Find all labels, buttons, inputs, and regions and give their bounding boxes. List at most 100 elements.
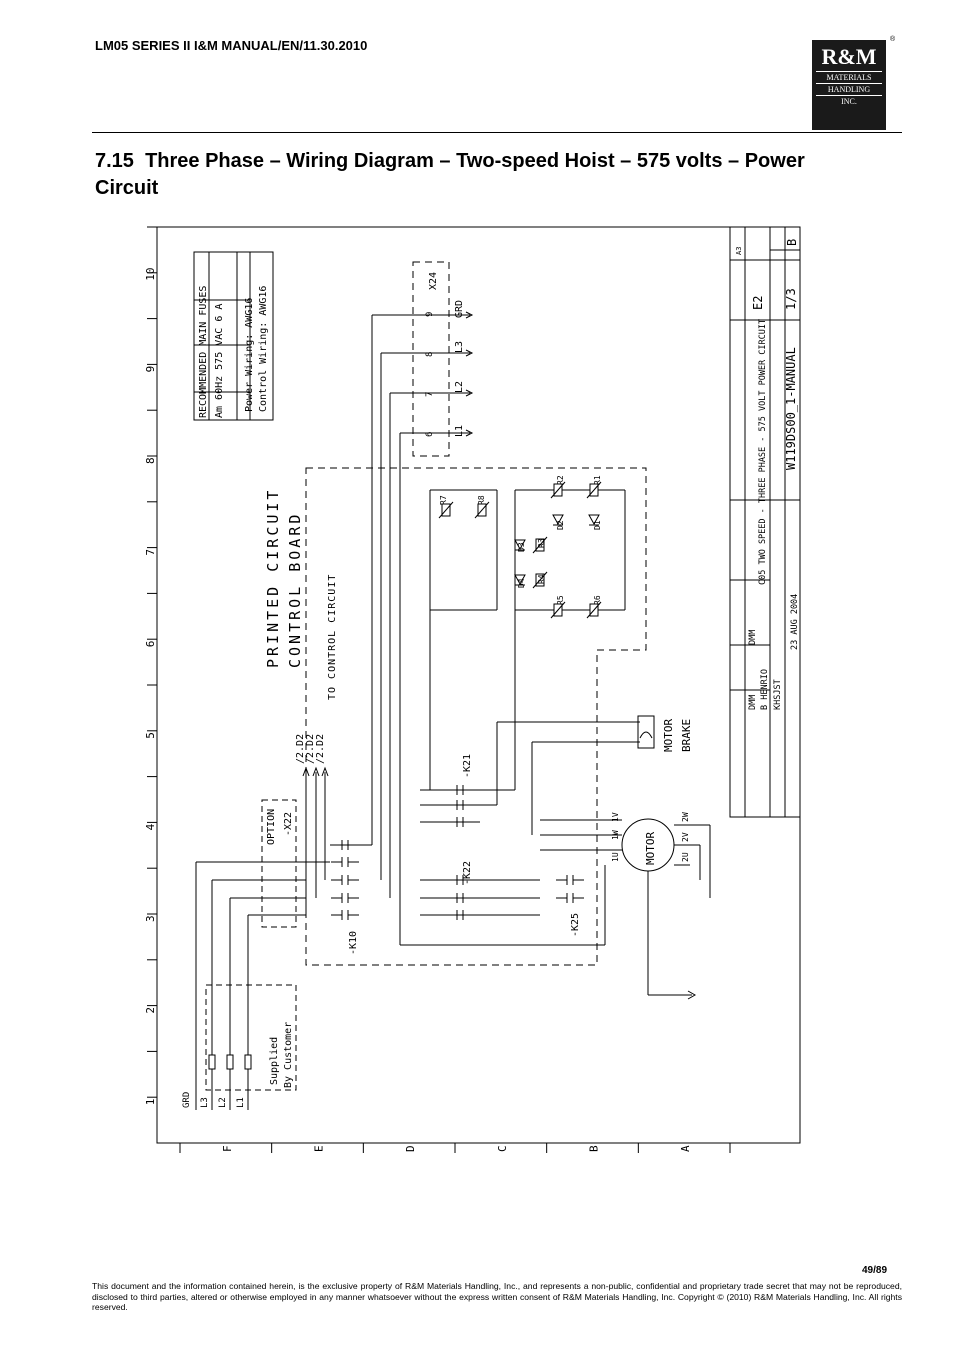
frame-row-letter: C: [496, 1145, 509, 1152]
x24-arrows: [372, 311, 474, 437]
frame-row-letter: F: [221, 1145, 234, 1152]
supply-l2: L2: [218, 1097, 228, 1108]
contactor-k10: -K10: [348, 931, 359, 955]
frame-column-number: 7: [144, 549, 157, 556]
supply-l3: L3: [200, 1097, 210, 1108]
label-r5: R5: [556, 595, 565, 605]
resistor-arrow: [474, 501, 490, 519]
section-title: 7.15 Three Phase – Wiring Diagram – Two-…: [95, 148, 865, 202]
resistor-arrow: [550, 481, 566, 499]
x24-terminal-box: [412, 261, 450, 457]
label-r4: R4: [537, 574, 546, 584]
fuse-table: [193, 251, 251, 421]
resistor-arrow: [586, 481, 602, 499]
feed-ref-3: /2.D2: [315, 734, 326, 764]
to-control-circuit: TO CONTROL CIRCUIT: [327, 574, 338, 700]
label-d1: D1: [593, 520, 602, 530]
resistor-arrow: [532, 571, 548, 589]
section-number: 7.15: [95, 150, 134, 172]
tb-size: A3: [735, 247, 743, 255]
frame-column-number: 5: [144, 732, 157, 739]
motor-terminal-1v: 1V: [611, 812, 620, 822]
wiring-spec-box: [236, 251, 274, 421]
x24-terminal-7: 7: [425, 392, 435, 397]
control-feed-arrows: [302, 766, 329, 915]
distribution-wiring: [306, 489, 640, 916]
confidentiality-footer: This document and the information contai…: [92, 1281, 902, 1312]
resistor-arrow: [438, 501, 454, 519]
feed-ref-2: /2.D2: [305, 734, 316, 764]
frame-column-number: 1: [144, 1099, 157, 1106]
diode-symbol: [514, 574, 526, 586]
option-label: OPTION: [266, 809, 277, 845]
label-r6: R6: [593, 595, 602, 605]
logo-line-1: MATERIALS: [816, 71, 882, 82]
title-block: [729, 226, 801, 818]
page-number: 49/89: [862, 1265, 888, 1276]
resistor-arrow: [532, 536, 548, 554]
feed-ref-1: /2.D2: [295, 734, 306, 764]
x24-line-l3: L3: [454, 341, 465, 353]
power-feeds: [371, 315, 606, 946]
x24-line-l1: L1: [454, 425, 465, 437]
pcb-label-2: CONTROL BOARD: [286, 512, 304, 668]
x24-line-l2: L2: [454, 381, 465, 393]
tb-description: C05 TWO SPEED - THREE PHASE - 575 VOLT P…: [758, 319, 768, 585]
tb-date: 23 AUG 2004: [790, 594, 800, 650]
logo-line-3: INC.: [816, 95, 882, 106]
logo-mark: R&M: [821, 44, 877, 69]
tb-checked: DMM: [748, 630, 758, 645]
supplied-label-2: By Customer: [283, 1022, 294, 1088]
label-r1: R1: [593, 475, 602, 485]
tb-drawing-no: W119DS00_1-MANUAL: [784, 347, 798, 470]
section-title-text: Three Phase – Wiring Diagram – Two-speed…: [95, 150, 805, 199]
label-d2: D2: [556, 520, 565, 530]
tb-issue: B: [785, 239, 799, 246]
fuse-table-header: RECOMMENDED MAIN FUSES: [198, 286, 209, 418]
x24-terminal-9: 9: [425, 312, 435, 317]
power-wiring-spec: Power Wiring: AWG16: [244, 298, 255, 412]
customer-supply-box: [205, 984, 297, 1091]
frame-column-number: 2: [144, 1007, 157, 1014]
frame-row-letter: A: [679, 1145, 692, 1152]
x24-terminal-6: 6: [425, 432, 435, 437]
label-d4: D4: [517, 578, 526, 588]
label-r3: R3: [537, 538, 546, 548]
label-r8: R8: [477, 495, 486, 505]
tb-drawn: DMM: [748, 695, 758, 710]
contactor-k25: -K25: [570, 913, 581, 937]
x22-label: -X22: [283, 812, 294, 836]
frame-column-number: 6: [144, 641, 157, 648]
motor-label: MOTOR: [644, 832, 657, 865]
diode-symbol: [588, 514, 600, 526]
pcb-enclosure: [305, 467, 647, 966]
control-wiring-spec: Control Wiring: AWG16: [258, 286, 269, 412]
tb-sheet: 1/3: [784, 288, 798, 310]
contactor-k22: -K22: [462, 861, 473, 885]
motor-terminal-2w: 2W: [681, 812, 690, 822]
frame-column-number: 9: [144, 366, 157, 373]
frame-column-number: 4: [144, 823, 157, 830]
pcb-label-1: PRINTED CIRCUIT: [264, 488, 282, 668]
diode-symbol: [552, 514, 564, 526]
fuse-table-row: Am 60Hz 575 VAC 6 A: [214, 304, 225, 418]
frame-row-letter: B: [588, 1145, 601, 1152]
motor-wiring: [540, 819, 711, 1000]
logo-line-2: HANDLING: [816, 83, 882, 94]
label-r7: R7: [439, 495, 448, 505]
header-divider: [92, 132, 902, 133]
x24-label: X24: [428, 272, 439, 290]
motor-brake-label-2: BRAKE: [680, 719, 693, 752]
motor-terminal-2u: 2U: [681, 852, 690, 862]
company-logo: R&M MATERIALS HANDLING INC.: [812, 40, 886, 130]
customer-fuses: [208, 1054, 252, 1070]
resistor-arrow: [550, 601, 566, 619]
frame-row-letter: E: [313, 1145, 326, 1152]
pcb-components: [438, 481, 602, 619]
label-r2: R2: [556, 475, 565, 485]
motor-terminal-1u: 1U: [611, 852, 620, 862]
label-d3: D3: [517, 542, 526, 552]
x24-line-grd: GRD: [454, 300, 465, 318]
diode-symbol: [514, 539, 526, 551]
